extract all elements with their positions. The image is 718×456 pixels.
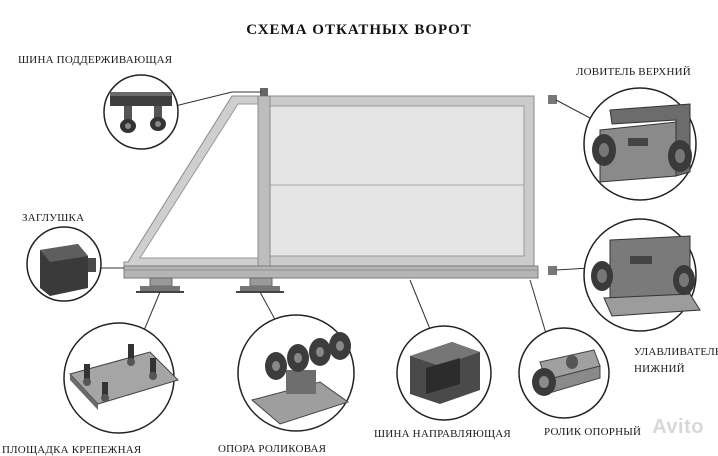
leader-lines bbox=[98, 91, 591, 341]
label-roller-support: ОПОРА РОЛИКОВАЯ bbox=[218, 443, 327, 455]
detail-mount-plate bbox=[63, 322, 179, 434]
gate-bottom-beam bbox=[123, 265, 539, 279]
label-end-cap: ЗАГЛУШКА bbox=[22, 212, 85, 224]
label-lower-catcher-line1: УЛАВЛИВАТЕЛЬ bbox=[634, 346, 718, 358]
upper-catcher-mount bbox=[548, 95, 557, 104]
detail-upper-catcher bbox=[583, 87, 697, 201]
gate-panel bbox=[269, 105, 525, 257]
detail-end-cap bbox=[26, 226, 102, 302]
avito-watermark: Avito bbox=[652, 416, 704, 438]
gate-frame bbox=[123, 88, 557, 293]
label-guide-rail: ШИНА НАПРАВЛЯЮЩАЯ bbox=[374, 428, 511, 440]
gate-post bbox=[257, 95, 271, 269]
detail-roller-support bbox=[237, 314, 355, 432]
label-mount-plate: ПЛОЩАДКА КРЕПЕЖНАЯ bbox=[2, 444, 142, 456]
detail-lower-catcher bbox=[583, 218, 701, 332]
detail-support-rail bbox=[103, 74, 179, 150]
lower-catcher-mount bbox=[548, 266, 557, 275]
label-support-roller: РОЛИК ОПОРНЫЙ bbox=[544, 426, 642, 438]
roller-carriage-left bbox=[136, 277, 184, 293]
diagram-title: СХЕМА ОТКАТНЫХ ВОРОТ bbox=[246, 22, 472, 38]
label-lower-catcher-line2: НИЖНИЙ bbox=[634, 363, 685, 375]
roller-carriage-right bbox=[236, 277, 284, 293]
detail-support-roller bbox=[518, 327, 610, 419]
label-upper-catcher: ЛОВИТЕЛЬ ВЕРХНИЙ bbox=[576, 66, 691, 78]
label-support-rail: ШИНА ПОДДЕРЖИВАЮЩАЯ bbox=[18, 54, 173, 66]
top-roller-small bbox=[260, 88, 268, 96]
detail-guide-rail bbox=[396, 325, 492, 421]
